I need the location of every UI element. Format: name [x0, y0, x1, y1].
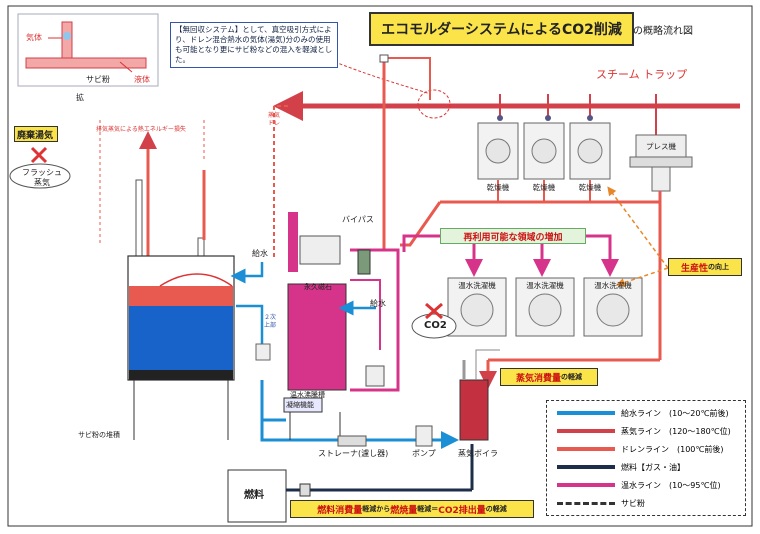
legend-label-rust: サビ粉: [621, 498, 645, 508]
feed-pump: [415, 425, 433, 447]
legend-label-steam: 蒸気ライン (120〜180℃位): [621, 426, 731, 436]
steam-reduction-suffix: の軽減: [561, 373, 582, 381]
productivity-suffix: の向上: [708, 263, 729, 271]
dryer-label-2: 乾燥機: [532, 183, 556, 192]
steam-reduction-label: 蒸気消費量: [515, 373, 561, 384]
inset-gas-label: 気体: [26, 33, 42, 42]
steam-reduction-banner: 蒸気消費量の軽減: [500, 368, 598, 386]
legend-label-hotwater: 温水ライン (10〜95℃位): [621, 480, 721, 490]
system-note: 【無回収システム】として、真空吸引方式により、ドレン混合熱水の気体(湯気)分のみ…: [170, 22, 338, 68]
washer-label-2: 温水洗濯機: [526, 281, 564, 290]
flash-steam-label: フラッシュ 蒸気: [22, 168, 62, 187]
secondary-label: ２次 上部: [264, 314, 277, 329]
banner-fuel: 燃料消費量: [317, 505, 363, 516]
inset-rust-label: サビ粉: [86, 75, 110, 84]
rust-bottom-label: サビ粉の堆積: [78, 431, 120, 439]
legend-row-hotwater: 温水ライン (10〜95℃位): [557, 479, 721, 491]
legend-box: 給水ライン (10〜20℃前後) 蒸気ライン (120〜180℃位) ドレンライ…: [546, 400, 746, 516]
boiler-label: 蒸気ボイラ: [458, 449, 498, 458]
steam-trap-branches: [497, 94, 657, 135]
co2-label: CO2: [424, 320, 447, 331]
banner-reduce-1: 軽減から: [362, 505, 391, 513]
banner-co2: CO2排出量: [438, 505, 486, 516]
washer-label-3: 温水洗濯機: [594, 281, 632, 290]
recovery-tank: [127, 255, 235, 440]
condenser-label: 凝縮機能: [286, 401, 314, 409]
productivity-label: 生産性: [680, 263, 708, 274]
reuse-banner: 再利用可能な領域の増加: [440, 228, 586, 244]
steam-line-note: 蒸気 ドレ: [268, 112, 281, 127]
fuel-tank: [227, 444, 474, 523]
dryer-label-1: 乾燥機: [486, 183, 510, 192]
water-supply-label-1: 給水: [252, 249, 268, 258]
pump-label: ポンプ: [412, 449, 436, 458]
legend-swatch-hotwater: [557, 483, 615, 487]
legend-row-drain: ドレンライン (100℃前後): [557, 443, 724, 455]
legend-swatch-water: [557, 411, 615, 415]
banner-combustion: 燃焼量: [390, 505, 418, 516]
exhaust-stacks: [99, 120, 206, 261]
washer-label-1: 温水洗濯機: [458, 281, 496, 290]
washer-machines: [447, 277, 643, 337]
exhaust-note: 排気蒸気による熱エネルギー損失: [96, 126, 186, 133]
bottom-banner: 燃料消費量軽減から燃焼量軽減＝CO2排出量の軽減: [290, 500, 534, 518]
banner-reduce-3: の軽減: [485, 505, 507, 513]
productivity-banner: 生産性の向上: [668, 258, 742, 276]
diagram-title-suffix: の概略流れ図: [633, 26, 693, 37]
water-supply-label-2: 給水: [370, 299, 386, 308]
dryer-label-3: 乾燥機: [578, 183, 602, 192]
outer-frame: [7, 5, 753, 527]
note-pointer: [329, 59, 431, 95]
legend-row-fuel: 燃料【ガス・油】: [557, 461, 685, 473]
strainer-label: ストレーナ(濾し器): [318, 449, 389, 458]
inset-liquid-label: 液体: [134, 75, 150, 84]
bypass-label: バイパス: [342, 215, 374, 224]
inset-enlarge-label: 拡: [76, 93, 84, 102]
legend-swatch-steam: [557, 429, 615, 433]
magnet-label: 永久磁石: [304, 283, 332, 291]
diagram-title: エコモルダーシステムによるCO2削減: [369, 12, 634, 46]
legend-swatch-drain: [557, 447, 615, 451]
press-label: プレス機: [646, 142, 676, 151]
legend-label-drain: ドレンライン (100℃前後): [621, 444, 724, 454]
legend-row-steam: 蒸気ライン (120〜180℃位): [557, 425, 731, 437]
waste-steam-label: 廃棄湯気: [14, 126, 58, 142]
tank-label: 温水沸騰槽: [290, 391, 325, 399]
legend-label-water: 給水ライン (10〜20℃前後): [621, 408, 729, 418]
strainer: [337, 435, 367, 447]
dryer-machines: [477, 122, 611, 180]
inset-pipe-detail: [17, 13, 159, 87]
co2-cloud: [411, 302, 457, 339]
legend-swatch-rust: [557, 501, 615, 505]
hot-water-tank: [283, 212, 347, 440]
circulation-pump: [365, 365, 385, 387]
fuel-label: 燃料: [244, 490, 264, 501]
banner-reduce-2: 軽減＝: [417, 505, 439, 513]
legend-swatch-fuel: [557, 465, 615, 469]
productivity-arrows: [607, 186, 669, 287]
steam-trap-label: スチーム トラップ: [596, 68, 688, 81]
legend-row-water: 給水ライン (10〜20℃前後): [557, 407, 729, 419]
legend-row-rust: サビ粉: [557, 497, 645, 509]
legend-label-fuel: 燃料【ガス・油】: [621, 462, 685, 472]
flash-steam-cloud: [9, 146, 71, 189]
steam-boiler: [459, 349, 500, 441]
press-machine: [629, 134, 693, 192]
